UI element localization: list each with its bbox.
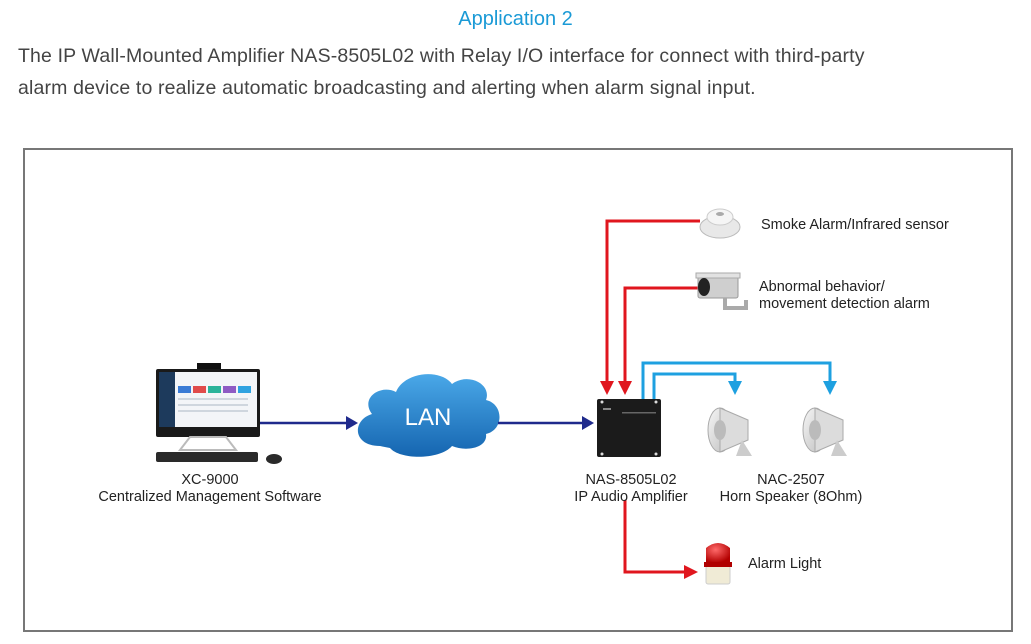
camera-label: Abnormal behavior/ movement detection al…	[759, 279, 930, 313]
computer-icon	[156, 363, 282, 464]
link-smoke-to-amplifier	[605, 219, 700, 382]
arrowhead	[823, 381, 837, 395]
link-amplifier-to-speaker-1	[652, 372, 737, 399]
camera-label-line-2: movement detection alarm	[759, 296, 930, 312]
horn-speaker-icon	[707, 407, 752, 456]
network-links	[260, 416, 594, 430]
arrowhead	[600, 381, 614, 395]
software-label: XC-9000 Centralized Management Software	[60, 472, 360, 506]
camera-icon	[695, 272, 748, 310]
amplifier-icon	[597, 399, 661, 457]
arrowhead	[582, 416, 594, 430]
amplifier-name: IP Audio Amplifier	[574, 489, 688, 505]
lan-label: LAN	[405, 404, 452, 431]
link-camera-to-amplifier	[623, 286, 698, 382]
alarm-light-label: Alarm Light	[748, 556, 822, 572]
software-name: Centralized Management Software	[98, 489, 322, 505]
description-line-2: alarm device to realize automatic broadc…	[18, 77, 756, 99]
description-line-1: The IP Wall-Mounted Amplifier NAS-8505L0…	[18, 45, 865, 67]
link-amplifier-to-alarm-light	[623, 500, 686, 574]
alarm-light-icon	[704, 543, 732, 585]
arrowhead	[684, 565, 698, 579]
arrowhead	[728, 381, 742, 395]
arrowhead	[618, 381, 632, 395]
smoke-label: Smoke Alarm/Infrared sensor	[761, 217, 949, 233]
description: The IP Wall-Mounted Amplifier NAS-8505L0…	[18, 40, 1028, 104]
speaker-model: NAC-2507	[757, 472, 825, 488]
horn-speaker-icon	[802, 407, 847, 456]
speaker-label: NAC-2507 Horn Speaker (8Ohm)	[706, 472, 876, 506]
amplifier-label: NAS-8505L02 IP Audio Amplifier	[556, 472, 706, 506]
diagram-frame	[23, 148, 1013, 632]
link-amplifier-to-speaker-2	[641, 361, 832, 399]
alarm-input-links	[600, 219, 700, 579]
speaker-name: Horn Speaker (8Ohm)	[719, 489, 863, 505]
cloud-icon	[357, 374, 500, 457]
audio-output-links	[641, 361, 837, 399]
amplifier-model: NAS-8505L02	[585, 472, 677, 488]
camera-label-line-1: Abnormal behavior/	[759, 279, 885, 295]
page-title: Application 2	[458, 8, 573, 30]
arrowhead	[346, 416, 358, 430]
smoke-detector-icon	[699, 208, 741, 239]
software-model: XC-9000	[181, 472, 239, 488]
